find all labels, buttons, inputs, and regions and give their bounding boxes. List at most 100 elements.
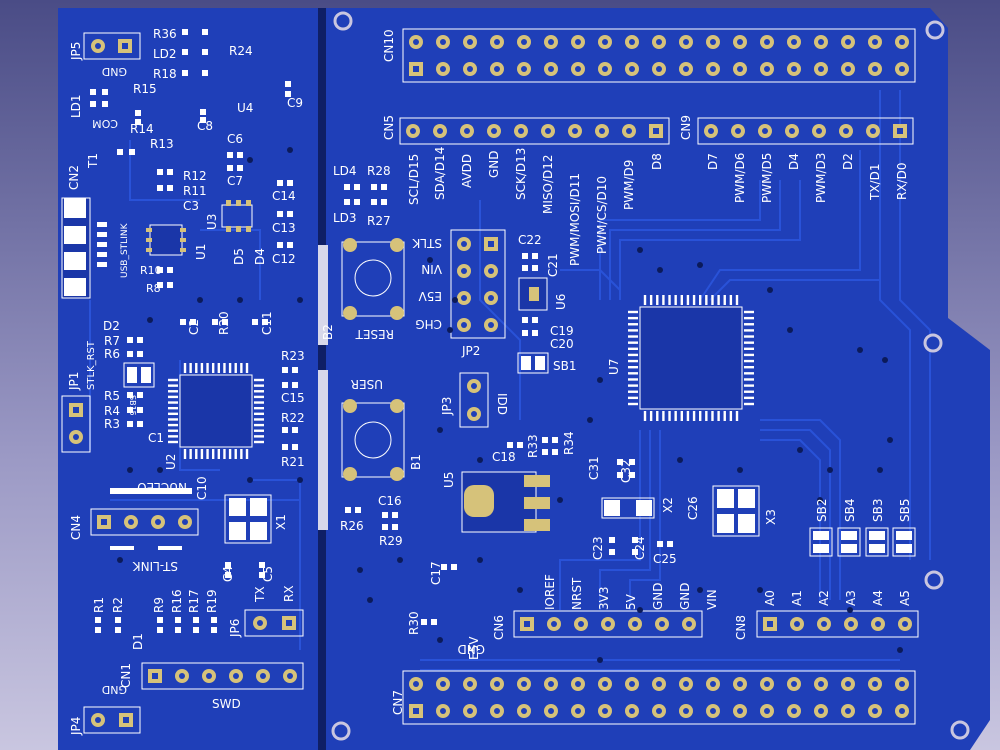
r18-label: R18 (153, 67, 177, 81)
u1-ic (146, 224, 186, 256)
r2-label: R2 (111, 597, 125, 613)
cn9-pin-1: PWM/D6 (733, 153, 747, 203)
u3-ic (221, 200, 253, 232)
c18-label: C18 (492, 450, 516, 464)
cn4-header (90, 508, 199, 536)
ld3-label: LD3 (333, 211, 357, 225)
cn6-pin-4: GND (651, 582, 665, 610)
cn7-pin (517, 677, 531, 691)
cn8-pin (817, 617, 831, 631)
cn8-pin-0: A0 (763, 590, 777, 606)
c1-label: C1 (148, 431, 164, 445)
jp2-pin (484, 237, 498, 251)
cn8-pin (898, 617, 912, 631)
cn7-pin (841, 704, 855, 718)
r14-label: R14 (130, 122, 154, 136)
cn7-pin (652, 704, 666, 718)
cn9-pin (785, 124, 799, 138)
cn7-pin (679, 677, 693, 691)
cn10-pin (517, 62, 531, 76)
cn6-pin (574, 617, 588, 631)
x3-crystal (712, 485, 760, 537)
jp2-label: JP2 (461, 344, 480, 358)
cn10-pin (436, 35, 450, 49)
ld1-label: LD1 (69, 94, 83, 118)
cn10-pin (868, 62, 882, 76)
u3-label: U3 (205, 214, 219, 230)
cn10-pin (625, 62, 639, 76)
c21-label: C21 (546, 253, 560, 277)
cn6-pin-1: NRST (570, 577, 584, 610)
cn10-pin (463, 35, 477, 49)
x1-label: X1 (274, 514, 288, 530)
swd-label: SWD (212, 697, 241, 711)
cn5-pin-6: PWM/MOSI/D11 (568, 173, 582, 266)
cn9-pin-3: D4 (787, 153, 801, 170)
b1-label: B1 (409, 454, 423, 470)
cn7-pin (517, 704, 531, 718)
cn8-header (756, 610, 919, 638)
cn7-pin (409, 677, 423, 691)
cn10-pin (463, 62, 477, 76)
r16-label: R16 (170, 589, 184, 613)
cn10-pin (490, 62, 504, 76)
cn5-header (399, 117, 670, 145)
c14-label: C14 (272, 189, 296, 203)
cn6-pin-3: 5V (624, 593, 638, 610)
r24-label: R24 (229, 44, 253, 58)
d1-label: D1 (131, 633, 145, 650)
usb-stlink-label: USB_STLINK (120, 222, 130, 278)
jumper-pads (61, 32, 489, 734)
cn10-pin (706, 35, 720, 49)
c24-label: C24 (633, 536, 647, 560)
cn4-pin (178, 515, 192, 529)
cn8-pin (763, 617, 777, 631)
cn5-pin (433, 124, 447, 138)
reset-button[interactable] (341, 238, 405, 320)
cn5-pin (487, 124, 501, 138)
cn10-label: CN10 (382, 29, 396, 62)
user-button[interactable] (341, 399, 405, 481)
cn6-header (513, 610, 703, 638)
gnd-bottom-label: GND (102, 683, 127, 696)
cn10-pin (409, 62, 423, 76)
cn10-pin (652, 62, 666, 76)
cn10-pin (814, 35, 828, 49)
jp3-label: JP3 (440, 397, 454, 416)
usb-stlink-connector[interactable] (61, 197, 107, 299)
cn5-pin (649, 124, 663, 138)
cn6-pin-0: IOREF (543, 574, 557, 610)
cn8-pin (844, 617, 858, 631)
cn1-pin (283, 669, 297, 683)
cn5-pin-0: SCL/D15 (407, 154, 421, 205)
r5-label: R5 (104, 389, 120, 403)
x2-label: X2 (661, 497, 675, 513)
cn5-pin (406, 124, 420, 138)
cn9-pin-7: RX/D0 (895, 163, 909, 200)
idd-label: IDD (495, 393, 509, 415)
cn10-pin (436, 62, 450, 76)
cn7-pin (760, 704, 774, 718)
cn8-pin-4: A4 (871, 590, 885, 606)
cn5-pin (514, 124, 528, 138)
cn7-label: CN7 (391, 690, 405, 715)
c10-label: C10 (195, 476, 209, 500)
cn7-pin (868, 677, 882, 691)
cn7-pin (436, 677, 450, 691)
r33-label: R33 (526, 434, 540, 458)
cn9-pin-4: PWM/D3 (814, 153, 828, 203)
c4-label: C4 (221, 566, 235, 582)
cn6-pin (520, 617, 534, 631)
r34-label: R34 (562, 431, 576, 455)
c6-label: C6 (227, 132, 243, 146)
cn7-pin (571, 677, 585, 691)
cn10-pin (787, 62, 801, 76)
cn6-side-gnd: GND (457, 642, 485, 656)
cn4-pin (124, 515, 138, 529)
r12-label: R12 (183, 169, 207, 183)
u2-label: U2 (164, 454, 178, 470)
cn5-pin-4: SCK/D13 (514, 148, 528, 200)
r26-label: R26 (340, 519, 364, 533)
u6-label: U6 (554, 294, 568, 310)
cn9-pin (866, 124, 880, 138)
